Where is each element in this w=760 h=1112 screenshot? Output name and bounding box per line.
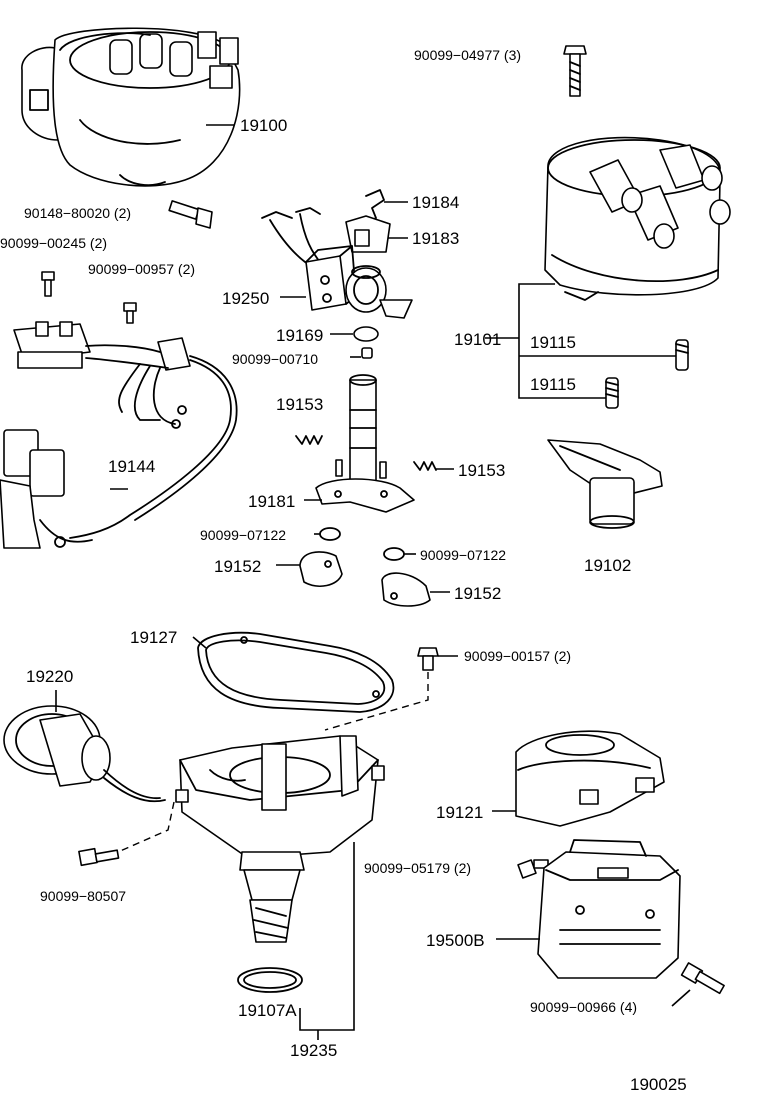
- label-90099-00245: 90099−00245 (2): [0, 235, 108, 251]
- label-19500b: 19500B: [426, 931, 485, 950]
- diagram-number: 190025: [630, 1075, 687, 1094]
- bolt-80507-drawing: [78, 847, 120, 867]
- spring-19115-drawing: [605, 339, 689, 409]
- label-19101: 19101: [454, 330, 502, 349]
- label-19181: 19181: [248, 492, 296, 511]
- distributor-cap-drawing: [544, 136, 731, 301]
- label-19152-right: 19152: [454, 584, 502, 603]
- label-19100: 19100: [240, 116, 288, 135]
- label-19121: 19121: [436, 803, 484, 822]
- label-19250: 19250: [222, 289, 270, 308]
- distributor-housing-drawing: [175, 735, 385, 943]
- label-19183: 19183: [412, 229, 460, 248]
- bolt-00966-drawing: [680, 962, 725, 995]
- label-19169: 19169: [276, 326, 324, 345]
- label-19127: 19127: [130, 628, 178, 647]
- label-90099-00710: 90099−00710: [232, 351, 319, 367]
- screw-00245-drawing: [41, 271, 55, 297]
- screw-04977-drawing: [563, 45, 587, 97]
- gasket-19127-drawing: [197, 631, 395, 713]
- vacuum-advancer-drawing: [3, 705, 166, 803]
- igniter-19500b-drawing: [537, 839, 681, 979]
- label-90099-00957: 90099−00957 (2): [88, 261, 196, 277]
- label-19184: 19184: [412, 193, 460, 212]
- label-90099-00157: 90099−00157 (2): [464, 648, 572, 664]
- screw-05179-drawing: [517, 859, 549, 879]
- o-ring-drawing: [237, 967, 303, 993]
- spring-19153-right-drawing: [413, 461, 437, 471]
- label-19102: 19102: [584, 556, 632, 575]
- label-90099-00966: 90099−00966 (4): [530, 999, 638, 1015]
- label-19153-left: 19153: [276, 395, 324, 414]
- label-90099-07122-left: 90099−07122: [200, 527, 287, 543]
- spring-19153-left-drawing: [295, 435, 323, 445]
- part-19169-drawing: [353, 326, 379, 342]
- label-19115-upper: 19115: [530, 333, 577, 352]
- label-19235: 19235: [290, 1041, 338, 1060]
- label-19144: 19144: [108, 457, 156, 476]
- rotor-drawing: [547, 439, 663, 529]
- label-90099-80507: 90099−80507: [40, 888, 127, 904]
- washer-00710-drawing: [361, 347, 373, 359]
- screw-00157-drawing: [417, 647, 439, 671]
- label-19153-right: 19153: [458, 461, 506, 480]
- clip-07122-right-drawing: [383, 547, 405, 561]
- weight-19152-left-drawing: [299, 551, 343, 587]
- label-19152-left: 19152: [214, 557, 262, 576]
- weight-19152-right-drawing: [381, 572, 431, 607]
- cover-19121-drawing: [515, 730, 665, 827]
- label-90099-05179: 90099−05179 (2): [364, 860, 472, 876]
- screw-00957-drawing: [123, 302, 137, 324]
- pickup-coil-drawing: [261, 207, 413, 319]
- label-90099-04977: 90099−04977 (3): [414, 47, 522, 63]
- clip-07122-left-drawing: [319, 527, 341, 541]
- label-19220: 19220: [26, 667, 74, 686]
- wire-harness-drawing: [0, 321, 238, 549]
- label-90148-80020: 90148−80020 (2): [24, 205, 132, 221]
- label-19115-lower: 19115: [530, 375, 577, 394]
- label-19107a: 19107A: [238, 1001, 297, 1020]
- bolt-80020-drawing: [168, 200, 213, 229]
- distributor-assembly-drawing: [21, 27, 241, 187]
- label-90099-07122-right: 90099−07122: [420, 547, 507, 563]
- shaft-19181-drawing: [315, 374, 415, 513]
